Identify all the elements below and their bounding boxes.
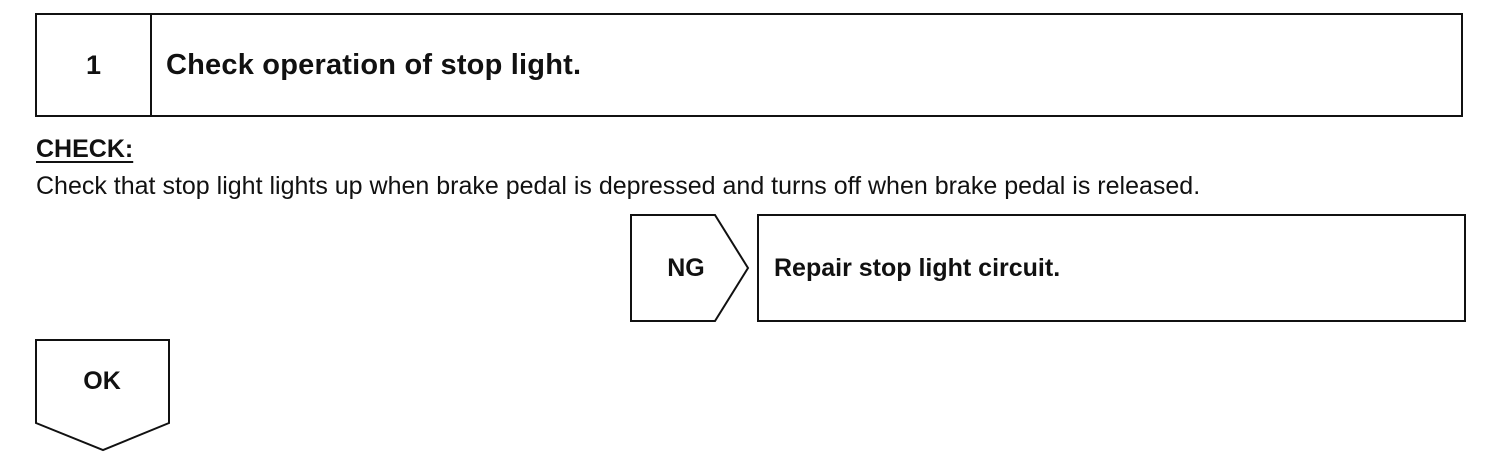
ng-label: NG xyxy=(667,253,705,282)
step-header: 1 Check operation of stop light. xyxy=(35,13,1463,117)
ok-arrow-shape xyxy=(35,339,170,452)
ok-label: OK xyxy=(83,366,121,395)
step-title: Check operation of stop light. xyxy=(166,48,582,81)
check-instruction: Check that stop light lights up when bra… xyxy=(36,172,1201,200)
ng-action-text: Repair stop light circuit. xyxy=(774,253,1061,282)
ng-arrow-shape xyxy=(630,214,750,322)
ng-action-box: Repair stop light circuit. xyxy=(757,214,1466,322)
step-number: 1 xyxy=(37,15,152,115)
check-heading: CHECK: xyxy=(36,135,134,163)
